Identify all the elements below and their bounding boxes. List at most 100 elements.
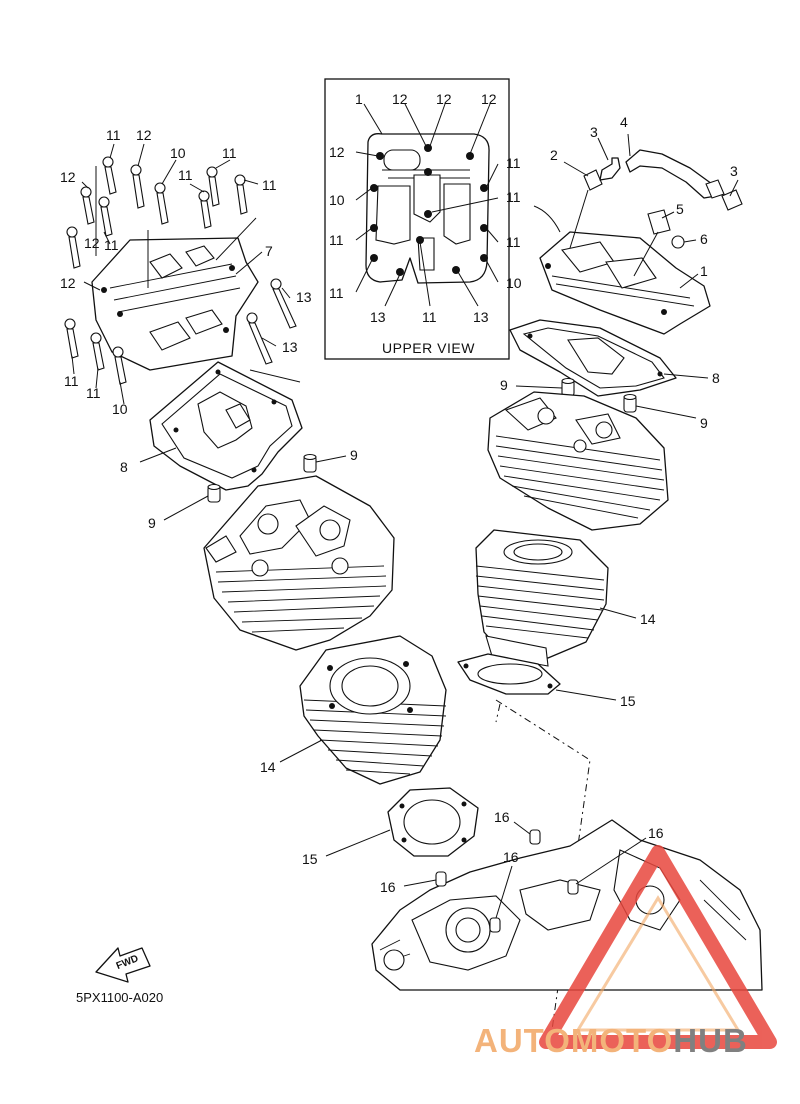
callout-9: 9 — [700, 415, 708, 431]
inset-callout-13a: 13 — [370, 309, 386, 325]
inset-callout-12b: 12 — [436, 91, 452, 107]
callout-9: 9 — [500, 377, 508, 393]
inset-callout-11f: 11 — [422, 309, 437, 325]
callout-8: 8 — [120, 459, 128, 475]
front-cylinder-head — [487, 391, 669, 531]
bolt — [206, 166, 220, 207]
callout-1: 1 — [700, 263, 708, 279]
upper-view-inset: 1 12 12 12 12 10 11 11 11 11 11 10 11 13… — [324, 78, 522, 360]
inset-callout-11b: 11 — [329, 285, 344, 301]
bolt — [64, 318, 79, 359]
callout-13: 13 — [282, 339, 298, 355]
dowel-pin — [303, 453, 317, 473]
rear-cylinder — [299, 635, 447, 785]
callout-7: 7 — [265, 243, 273, 259]
callout-12: 12 — [84, 235, 100, 251]
callout-11: 11 — [86, 385, 101, 401]
front-cylinder-gasket — [457, 653, 561, 695]
callout-11: 11 — [262, 177, 277, 193]
callout-12: 12 — [60, 275, 76, 291]
callout-6: 6 — [700, 231, 708, 247]
callout-9: 9 — [148, 515, 156, 531]
bolt — [154, 182, 169, 225]
bolt — [80, 186, 95, 225]
callout-2: 2 — [550, 147, 558, 163]
bolt — [66, 226, 81, 269]
callout-15: 15 — [302, 851, 318, 867]
front-cover-gasket — [509, 319, 677, 397]
bolt — [90, 332, 105, 371]
callout-10: 10 — [112, 401, 128, 417]
watermark-part-1: AUTOMOTO — [474, 1022, 673, 1059]
bolt — [112, 346, 127, 385]
inset-callout-10b: 10 — [506, 275, 522, 291]
callout-8: 8 — [712, 370, 720, 386]
front-cover-leaders — [563, 133, 739, 289]
inset-leaders — [355, 103, 499, 307]
part-code: 5PX1100-A020 — [76, 990, 163, 1005]
callout-9: 9 — [350, 447, 358, 463]
callout-14: 14 — [260, 759, 276, 775]
watermark-logo: AUTOMOTOHUB — [474, 845, 777, 1059]
callout-16: 16 — [648, 825, 664, 841]
dowel-pin — [435, 871, 447, 887]
bolt — [130, 164, 145, 209]
watermark-triangle-icon — [539, 845, 777, 1049]
rear-cover-leaders — [71, 143, 301, 405]
inset-callout-11e: 11 — [506, 234, 521, 250]
callout-4: 4 — [620, 114, 628, 130]
rear-head-cover — [91, 237, 259, 371]
inset-callout-1: 1 — [355, 91, 363, 107]
rear-cover-bolts — [64, 156, 297, 385]
rear-cylinder-gasket — [387, 787, 479, 857]
rear-cylinder-head — [203, 475, 395, 651]
inset-callout-10a: 10 — [329, 192, 345, 208]
callout-16: 16 — [380, 879, 396, 895]
watermark-part-2: HUB — [673, 1022, 748, 1059]
front-head-cover — [539, 231, 711, 335]
callout-11: 11 — [106, 127, 121, 143]
inset-callout-12a: 12 — [392, 91, 408, 107]
bolt — [98, 196, 113, 237]
inset-bolt-holes — [370, 144, 488, 276]
dowel-pin — [567, 879, 579, 895]
inset-title: UPPER VIEW — [382, 340, 475, 356]
callout-13: 13 — [296, 289, 312, 305]
callout-16: 16 — [503, 849, 519, 865]
inset-callout-13b: 13 — [473, 309, 489, 325]
callout-12: 12 — [60, 169, 76, 185]
dowel-pin — [623, 393, 637, 413]
inset-callout-11c: 11 — [506, 155, 521, 171]
dowel-pin — [207, 483, 221, 503]
inset-callout-11a: 11 — [329, 232, 344, 248]
bolt — [270, 278, 297, 329]
watermark-text: AUTOMOTOHUB — [474, 1022, 748, 1059]
dowel-pin — [489, 917, 501, 933]
callout-12: 12 — [136, 127, 152, 143]
inset-callout-12c: 12 — [481, 91, 497, 107]
callout-11: 11 — [178, 167, 193, 183]
callout-11: 11 — [222, 145, 237, 161]
callout-3: 3 — [590, 124, 598, 140]
bolt — [246, 312, 273, 365]
callout-14: 14 — [640, 611, 656, 627]
breather-hose — [583, 149, 743, 249]
callout-15: 15 — [620, 693, 636, 709]
callout-16: 16 — [494, 809, 510, 825]
callout-10: 10 — [170, 145, 186, 161]
rear-cover-gasket — [149, 361, 303, 491]
inset-callout-11d: 11 — [506, 189, 521, 205]
dowel-pin — [561, 377, 575, 397]
callout-11: 11 — [64, 373, 79, 389]
front-cylinder — [475, 529, 609, 667]
callout-11: 11 — [104, 237, 119, 253]
fwd-arrow-icon: FWD — [95, 947, 151, 983]
dowel-pin — [529, 829, 541, 845]
bolt — [234, 174, 248, 215]
callout-5: 5 — [676, 201, 684, 217]
bolt — [102, 156, 117, 195]
callout-3: 3 — [730, 163, 738, 179]
inset-callout-12d: 12 — [329, 144, 345, 160]
bolt — [198, 190, 212, 229]
